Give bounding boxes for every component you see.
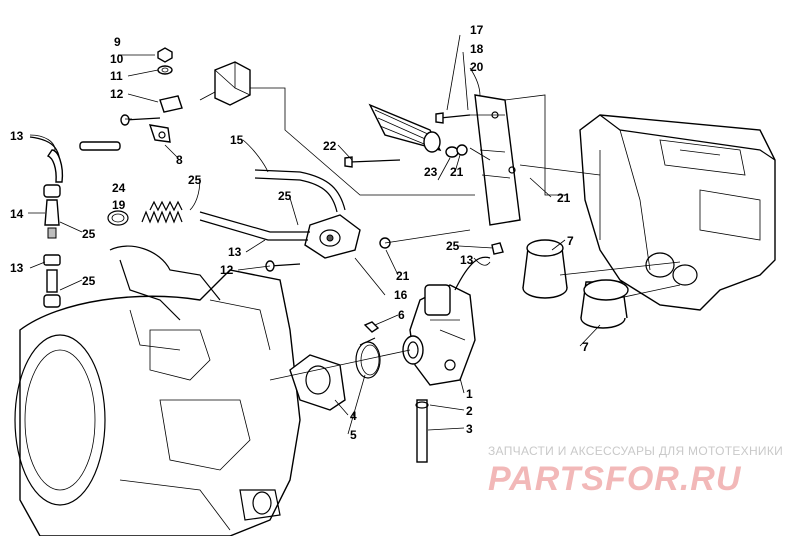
callout-1: 1 bbox=[466, 387, 473, 401]
callout-14: 14 bbox=[10, 207, 24, 221]
intake-flange bbox=[289, 354, 346, 411]
callout-13-carb: 13 bbox=[460, 253, 474, 267]
watermark-tagline: ЗАПЧАСТИ И АКСЕССУАРЫ ДЛЯ МОТОТЕХНИКИ bbox=[488, 444, 783, 458]
callout-16: 16 bbox=[394, 288, 408, 302]
nut-21-a bbox=[456, 144, 468, 156]
fuel-line-13 bbox=[79, 141, 121, 151]
callout-4: 4 bbox=[350, 409, 357, 423]
callout-12-upper: 12 bbox=[110, 87, 124, 101]
callout-8: 8 bbox=[176, 153, 183, 167]
callout-6: 6 bbox=[398, 308, 405, 322]
watermark: ЗАПЧАСТИ И АКСЕССУАРЫ ДЛЯ МОТОТЕХНИКИ PA… bbox=[488, 444, 783, 498]
intake-boot-lower bbox=[580, 279, 629, 329]
callout-21-lower: 21 bbox=[396, 269, 410, 283]
fuel-pump bbox=[304, 214, 361, 259]
callout-13-middle: 13 bbox=[228, 245, 242, 259]
throttle-cable-bundle bbox=[368, 103, 442, 153]
callout-25-pump: 25 bbox=[278, 189, 292, 203]
callout-22: 22 bbox=[323, 139, 337, 153]
spring-24 bbox=[141, 200, 183, 224]
engine-block bbox=[14, 245, 301, 536]
nut-9 bbox=[157, 47, 173, 63]
callout-25-filter-lower: 25 bbox=[82, 274, 96, 288]
callout-11: 11 bbox=[110, 69, 123, 83]
washer-10 bbox=[157, 65, 173, 75]
clamp-25-top bbox=[491, 242, 504, 255]
callout-20: 20 bbox=[470, 60, 484, 74]
electrical-connector-box bbox=[214, 61, 251, 106]
spring-19 bbox=[107, 210, 129, 226]
callout-25-carb: 25 bbox=[446, 239, 460, 253]
callout-9: 9 bbox=[114, 35, 121, 49]
callout-labels: 1 2 3 4 5 6 7 7 8 9 10 11 12 12 13 13 13… bbox=[10, 23, 589, 442]
bracket-plate bbox=[474, 94, 521, 226]
callout-7-lower: 7 bbox=[582, 340, 589, 354]
callout-21-upper: 21 bbox=[450, 165, 464, 179]
drain-hose bbox=[415, 399, 429, 463]
intake-boot-upper bbox=[522, 239, 568, 299]
carburetor bbox=[402, 256, 491, 386]
callout-23: 23 bbox=[424, 165, 438, 179]
callout-25-filter-upper: 25 bbox=[82, 227, 96, 241]
callout-13-left: 13 bbox=[10, 261, 24, 275]
callout-21-right: 21 bbox=[557, 191, 571, 205]
screw-12-upper bbox=[120, 114, 161, 126]
callout-17: 17 bbox=[470, 23, 484, 37]
callout-18: 18 bbox=[470, 42, 484, 56]
callout-24: 24 bbox=[112, 181, 126, 195]
hose-15 bbox=[254, 169, 346, 213]
callout-19: 19 bbox=[112, 198, 126, 212]
callout-13-top: 13 bbox=[10, 129, 24, 143]
callout-2: 2 bbox=[466, 404, 473, 418]
screw-17 bbox=[435, 112, 471, 124]
cap-6 bbox=[363, 321, 380, 333]
bracket-8 bbox=[148, 124, 171, 143]
hose-clamp bbox=[355, 337, 381, 379]
clip-11 bbox=[159, 95, 183, 113]
callout-5: 5 bbox=[350, 428, 357, 442]
callout-3: 3 bbox=[466, 422, 473, 436]
washer-23 bbox=[445, 146, 459, 158]
airbox bbox=[579, 114, 776, 311]
callout-12-lower: 12 bbox=[220, 263, 234, 277]
screw-12-lower bbox=[265, 260, 301, 272]
callout-7-upper: 7 bbox=[567, 234, 574, 248]
assembly-lines bbox=[199, 87, 681, 381]
callout-10: 10 bbox=[110, 52, 124, 66]
hose-13-middle bbox=[199, 211, 310, 241]
callout-25-top: 25 bbox=[188, 173, 202, 187]
fuel-filter-assembly bbox=[29, 136, 64, 308]
leader-lines bbox=[28, 34, 601, 435]
callout-15: 15 bbox=[230, 133, 244, 147]
screw-22 bbox=[344, 156, 401, 168]
watermark-brand-logo: PARTSFOR.RU bbox=[488, 460, 742, 498]
